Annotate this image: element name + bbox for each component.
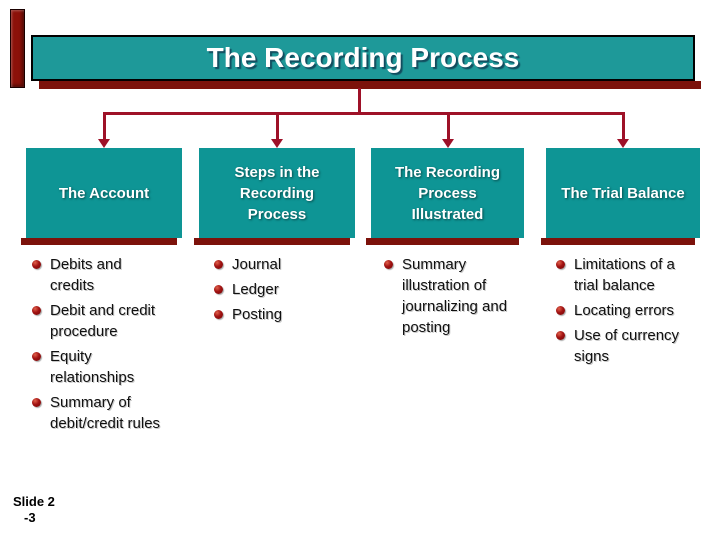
bullet-icon bbox=[384, 260, 393, 269]
box-shadow bbox=[194, 238, 350, 245]
bullet-icon bbox=[32, 398, 41, 407]
bullet-icon bbox=[556, 331, 565, 340]
list-item: Locating errors bbox=[556, 300, 708, 321]
list-item-text: Debit and credit procedure bbox=[50, 302, 156, 340]
list-item-text: Limitations of a trial balance bbox=[574, 256, 675, 294]
bullet-list-trial-balance: Limitations of a trial balance Locating … bbox=[556, 254, 708, 367]
bullet-list-steps: Journal Ledger Posting bbox=[214, 254, 354, 325]
category-box-steps-in-recording-process: Steps in the Recording Process bbox=[194, 148, 355, 245]
category-box-label: The Trial Balance bbox=[561, 184, 685, 202]
list-item-text: Locating errors bbox=[574, 302, 675, 319]
slide-number-line1: Slide 2 bbox=[13, 494, 55, 509]
bullet-icon bbox=[556, 306, 565, 315]
category-box-recording-process-illustrated: The Recording Process Illustrated bbox=[366, 148, 524, 245]
title-box-shadow bbox=[39, 81, 701, 89]
box-shadow bbox=[21, 238, 177, 245]
bullet-icon bbox=[32, 352, 41, 361]
connector-stem bbox=[358, 88, 361, 114]
category-box-the-account: The Account bbox=[21, 148, 182, 245]
bullet-icon bbox=[556, 260, 565, 269]
slide-number-label: Slide 2 -3 bbox=[13, 494, 55, 526]
slide-title: The Recording Process bbox=[206, 42, 520, 73]
list-item-text: Posting bbox=[232, 306, 283, 323]
category-box-label: The Account bbox=[58, 184, 150, 202]
connector-drop-3 bbox=[447, 112, 450, 140]
list-item-text: Journal bbox=[232, 256, 282, 273]
list-item-text: Summary of debit/credit rules bbox=[50, 394, 161, 432]
category-box-label: The Recording Process Illustrated bbox=[394, 163, 500, 223]
bullet-list-illustrated: Summary illustration of journalizing and… bbox=[384, 254, 530, 338]
list-item: Use of currency signs bbox=[556, 325, 708, 367]
list-item-text: Use of currency signs bbox=[574, 327, 680, 365]
bullet-icon bbox=[214, 310, 223, 319]
arrow-down-icon bbox=[442, 139, 454, 148]
box-shadow bbox=[541, 238, 695, 245]
bullet-icon bbox=[214, 260, 223, 269]
category-box-label: Steps in the Recording Process bbox=[234, 163, 320, 223]
slide-number-line2: -3 bbox=[24, 510, 36, 525]
bullet-icon bbox=[214, 285, 223, 294]
bullet-list-the-account: Debits and credits Debit and credit proc… bbox=[32, 254, 184, 434]
list-item: Summary of debit/credit rules bbox=[32, 392, 184, 434]
list-item-text: Equity relationships bbox=[50, 348, 135, 386]
list-item: Debits and credits bbox=[32, 254, 184, 296]
connector-drop-1 bbox=[103, 112, 106, 140]
connector-drop-2 bbox=[276, 112, 279, 140]
box-shadow bbox=[366, 238, 519, 245]
list-item: Journal bbox=[214, 254, 354, 275]
list-item: Equity relationships bbox=[32, 346, 184, 388]
arrow-down-icon bbox=[271, 139, 283, 148]
category-box-trial-balance: The Trial Balance bbox=[541, 148, 700, 245]
list-item: Ledger bbox=[214, 279, 354, 300]
title-accent-bar bbox=[10, 9, 25, 88]
list-item: Posting bbox=[214, 304, 354, 325]
connector-drop-4 bbox=[622, 112, 625, 140]
connector-branch bbox=[103, 112, 624, 115]
arrow-down-icon bbox=[98, 139, 110, 148]
list-item-text: Ledger bbox=[232, 281, 279, 298]
list-item-text: Debits and credits bbox=[50, 256, 122, 294]
list-item: Summary illustration of journalizing and… bbox=[384, 254, 530, 338]
bullet-icon bbox=[32, 260, 41, 269]
list-item: Limitations of a trial balance bbox=[556, 254, 708, 296]
list-item-text: Summary illustration of journalizing and… bbox=[402, 256, 508, 336]
bullet-icon bbox=[32, 306, 41, 315]
list-item: Debit and credit procedure bbox=[32, 300, 184, 342]
slide-title-box: The Recording Process bbox=[31, 35, 701, 89]
arrow-down-icon bbox=[617, 139, 629, 148]
